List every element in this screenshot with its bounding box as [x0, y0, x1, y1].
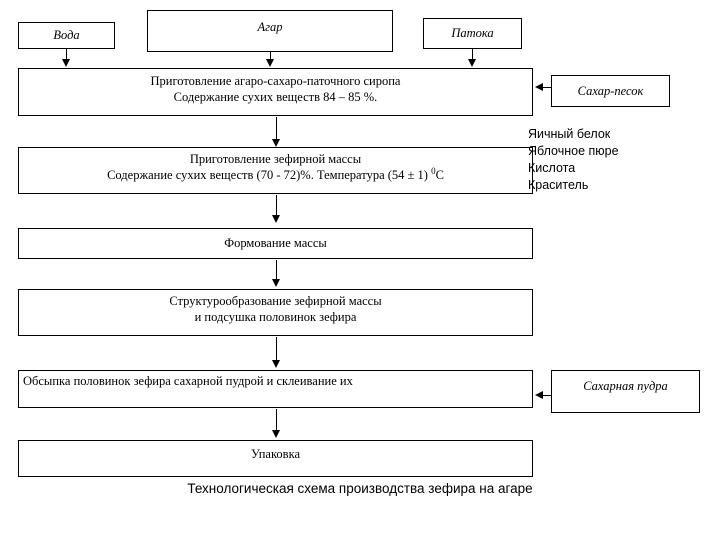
input-label-water: Вода — [53, 28, 80, 42]
arrow-powdered-sugar-to-dusting — [535, 391, 551, 399]
arrow-sugar-to-syrup — [535, 83, 551, 91]
side-ingredient-egg-white: Яичный белок — [528, 127, 611, 141]
step-mass-line1: Приготовление зефирной массы — [189, 152, 362, 166]
input-box-agar: Агар — [147, 10, 393, 52]
arrow-agar-to-syrup — [266, 52, 274, 67]
arrow-dusting-to-packing — [272, 409, 280, 438]
step-box-dusting: Обсыпка половинок зефира сахарной пудрой… — [18, 370, 533, 408]
step-box-structure: Структурообразование зефирной массы и по… — [18, 289, 533, 336]
superscript-degree: 0 — [431, 165, 436, 176]
arrow-water-to-syrup — [62, 49, 70, 67]
step-box-mass: Приготовление зефирной массы Содержание … — [18, 147, 533, 194]
input-label-molasses: Патока — [451, 26, 494, 40]
input-box-water: Вода — [18, 22, 115, 49]
input-box-sugar: Сахар-песок — [551, 75, 670, 107]
step-molding-line1: Формование массы — [224, 235, 327, 250]
arrow-mass-to-molding — [272, 195, 280, 223]
arrow-syrup-to-mass — [272, 117, 280, 147]
step-box-syrup: Приготовление агаро-сахаро-паточного сир… — [18, 68, 533, 116]
step-box-packing: Упаковка — [18, 440, 533, 477]
step-structure-line1: Структурообразование зефирной массы — [169, 294, 382, 308]
step-syrup-line2: Содержание сухих веществ 84 – 85 %. — [173, 89, 378, 104]
side-ingredient-apple-puree: Яблочное пюре — [528, 144, 619, 158]
step-structure-line2: и подсушка половинок зефира — [194, 309, 357, 324]
diagram-caption: Технологическая схема производства зефир… — [187, 481, 533, 496]
side-ingredient-list: Яичный белок Яблочное пюре Кислота Краси… — [528, 126, 619, 194]
step-box-molding: Формование массы — [18, 228, 533, 259]
side-ingredient-colorant: Краситель — [528, 178, 589, 192]
input-label-agar: Агар — [257, 20, 283, 34]
arrow-structure-to-dusting — [272, 337, 280, 368]
input-label-powdered-sugar: Сахарная пудра — [583, 379, 668, 393]
step-syrup-line1: Приготовление агаро-сахаро-паточного сир… — [150, 74, 401, 88]
step-mass-line2: Содержание сухих веществ (70 - 72)%. Тем… — [107, 165, 444, 182]
side-ingredient-acid: Кислота — [528, 161, 576, 175]
arrow-molding-to-structure — [272, 260, 280, 287]
input-label-sugar: Сахар-песок — [577, 83, 644, 98]
step-dusting-line1: Обсыпка половинок зефира сахарной пудрой… — [23, 374, 353, 388]
input-box-molasses: Патока — [423, 18, 522, 49]
arrow-molasses-to-syrup — [468, 49, 476, 67]
input-box-powdered-sugar: Сахарная пудра — [551, 370, 700, 413]
step-packing-line1: Упаковка — [250, 447, 300, 461]
